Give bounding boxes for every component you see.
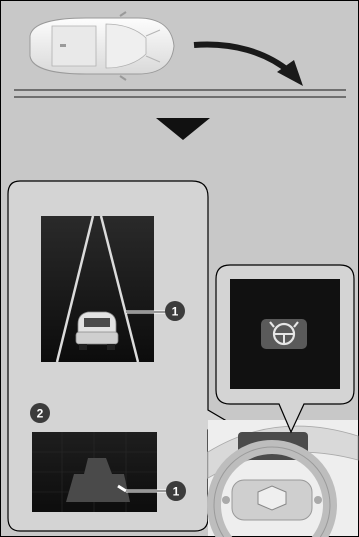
low-speed-screen [32, 432, 157, 512]
car-top-view-icon [30, 12, 174, 80]
lane-view-screen [41, 216, 154, 362]
callout-number: 1 [173, 485, 180, 499]
callout-number: 2 [37, 407, 44, 421]
steering-wheel-hands-icon [261, 319, 307, 349]
vehicle-rear-icon [76, 312, 118, 350]
steering-wheel-dashboard [208, 420, 358, 537]
callout-step-two: 2 [30, 403, 50, 423]
callout-number: 1 [172, 305, 179, 319]
